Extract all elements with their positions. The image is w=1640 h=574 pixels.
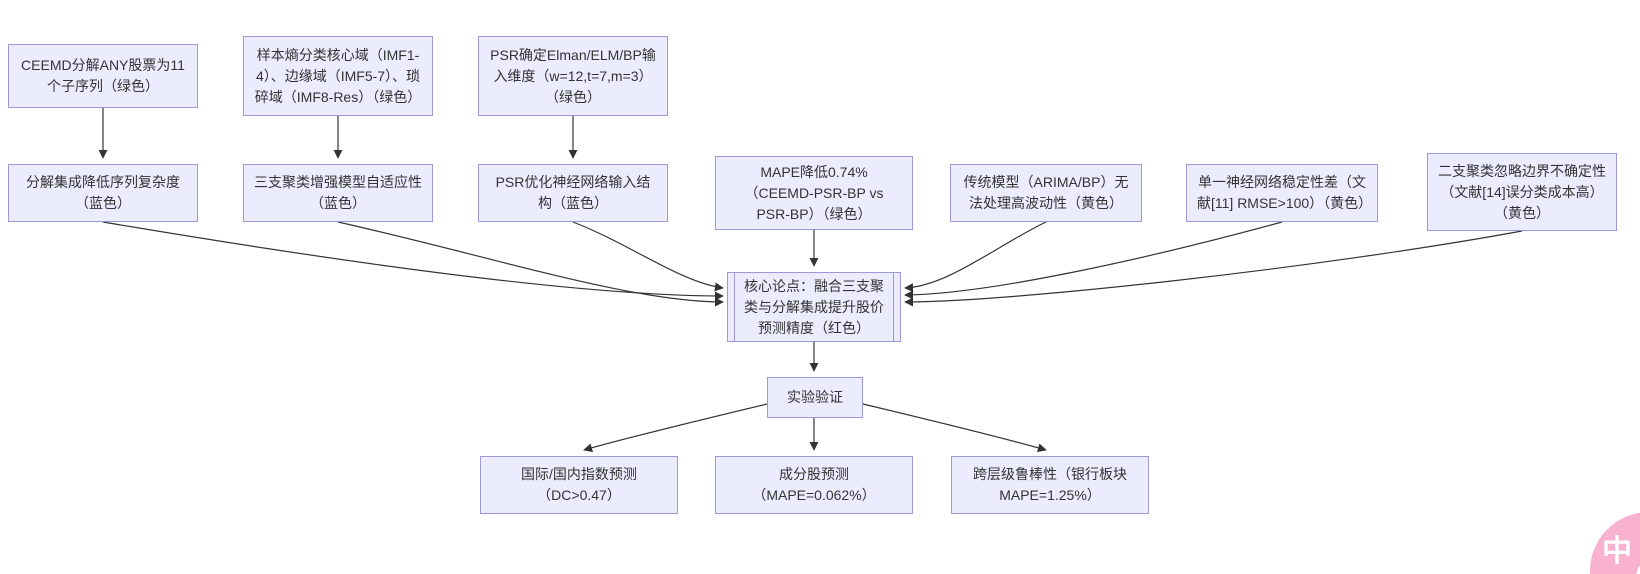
edge-experiment-to-index [583,403,768,453]
node-single-nn-limit: 单一神经网络稳定性差（文献[11] RMSE>100）（黄色） [1186,164,1378,222]
node-psr-optimization-benefit: PSR优化神经网络输入结构（蓝色） [478,164,668,222]
node-threeway-clustering-benefit: 三支聚类增强模型自适应性（蓝色） [243,164,433,222]
node-ceemd-decompose: CEEMD分解ANY股票为11个子序列（绿色） [8,44,198,108]
node-twoway-clustering-limit: 二支聚类忽略边界不确定性（文献[14]误分类成本高）（黄色） [1427,153,1617,231]
node-decomposition-benefit: 分解集成降低序列复杂度（蓝色） [8,164,198,222]
edge-experiment-to-robustness [862,403,1047,453]
edge-decomp-to-core [102,221,724,301]
node-cross-level-robustness: 跨层级鲁棒性（银行板块 MAPE=1.25%） [951,456,1149,514]
node-sample-entropy: 样本熵分类核心域（IMF1-4）、边缘域（IMF5-7）、琐碎域（IMF8-Re… [243,36,433,116]
edge-twoway-to-core [904,230,1523,307]
node-index-prediction: 国际/国内指数预测（DC>0.47） [480,456,678,514]
node-experiment-validation: 实验验证 [767,377,863,418]
edge-singlenn-to-core [904,221,1283,300]
edge-threeway-to-core [337,221,724,307]
node-psr-input-dimension: PSR确定Elman/ELM/BP输入维度（w=12,t=7,m=3）（绿色） [478,36,668,116]
translate-en-glyph: A [1630,560,1640,574]
node-traditional-model-limit: 传统模型（ARIMA/BP）无法处理高波动性（黄色） [950,164,1142,222]
translate-floating-button[interactable]: 中 A [1590,512,1640,574]
edge-psrbenefit-to-core [572,221,724,292]
edge-traditional-to-core [904,221,1047,293]
node-component-stock-prediction: 成分股预测（MAPE=0.062%） [715,456,913,514]
translate-zh-glyph: 中 [1602,535,1632,568]
node-mape-evidence: MAPE降低0.74%（CEEMD-PSR-BP vs PSR-BP）（绿色） [715,156,913,230]
node-core-thesis: 核心论点：融合三支聚类与分解集成提升股价预测精度（红色） [727,272,901,342]
